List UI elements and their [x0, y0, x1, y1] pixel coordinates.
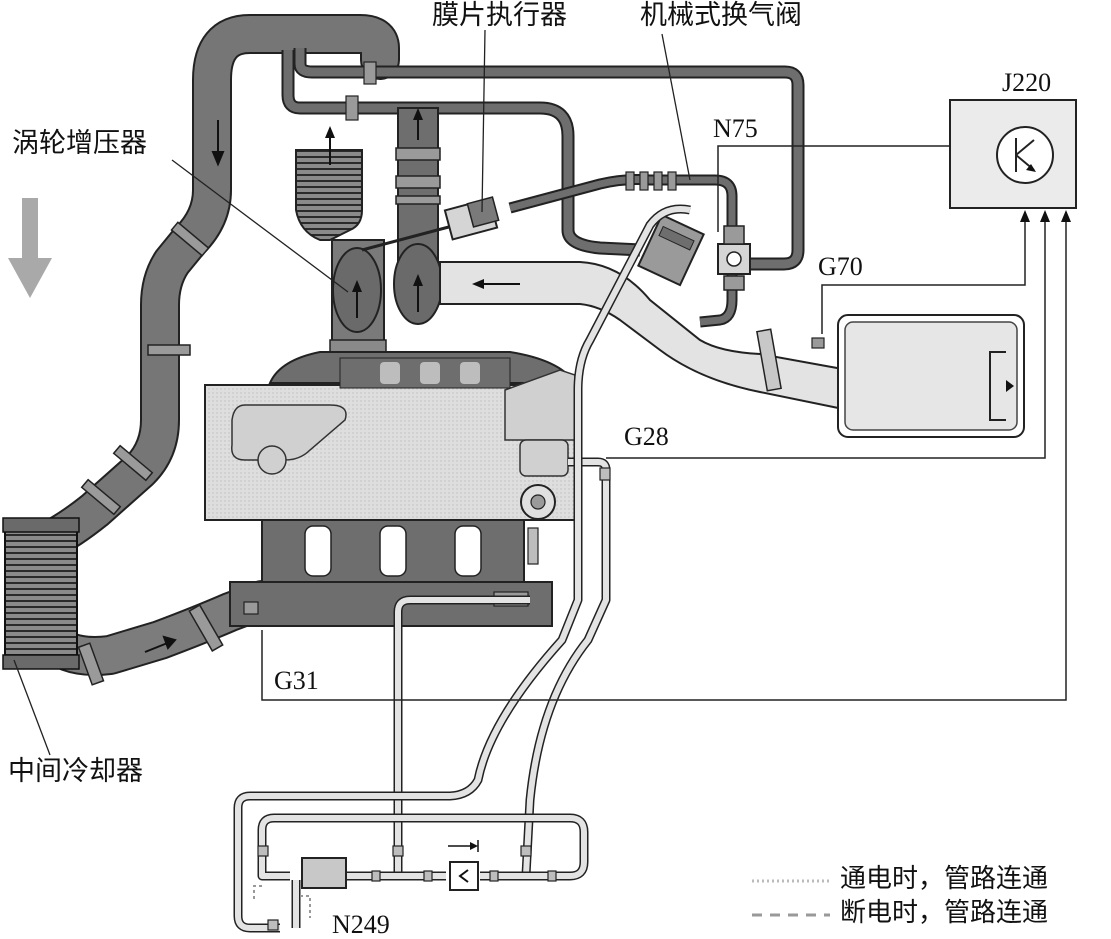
mechanical-valve-label: 机械式换气阀 — [640, 0, 802, 31]
air-flow-meter-housing — [811, 314, 1025, 438]
ecu-j220 — [949, 99, 1077, 209]
air-intake-filter — [295, 126, 363, 241]
control-pipes — [281, 48, 805, 328]
legend-energized: 通电时，管路连通 — [840, 864, 1049, 894]
control-pipe-fittings — [345, 61, 677, 191]
charge-pipe — [439, 261, 849, 412]
vacuum-lines — [233, 204, 691, 933]
g31-label: G31 — [274, 666, 319, 695]
vacuum-line-fittings — [257, 467, 611, 931]
intercooler — [2, 517, 80, 670]
signal-arrow-icons — [1020, 210, 1071, 222]
signal-wires — [261, 145, 1067, 701]
legend-swatches — [752, 879, 830, 917]
diaphragm-actuator-label: 膜片执行器 — [432, 0, 567, 31]
diaphragm-actuator — [361, 196, 500, 252]
n249-valve — [253, 857, 347, 918]
intake-manifold — [229, 519, 553, 627]
n75-label: N75 — [713, 114, 758, 143]
mechanical-bypass-valve — [636, 213, 706, 287]
n75-solenoid-valve — [717, 225, 751, 291]
pipe-clamps — [77, 221, 224, 686]
g70-label: G70 — [818, 252, 863, 281]
legend-deenergized: 断电时，管路连通 — [840, 898, 1049, 928]
airflow-arrow-icon — [8, 198, 52, 298]
n249-label: N249 — [332, 910, 390, 939]
intercooler-label: 中间冷却器 — [8, 756, 143, 787]
engine-block — [204, 351, 578, 521]
g28-label: G28 — [624, 422, 669, 451]
check-valve — [448, 840, 479, 891]
j220-label: J220 — [1002, 68, 1052, 97]
leader-lines — [13, 29, 691, 756]
turbocharger — [329, 239, 443, 355]
turbocharger-label: 涡轮增压器 — [12, 128, 147, 159]
flow-arrow-icon — [144, 120, 225, 653]
